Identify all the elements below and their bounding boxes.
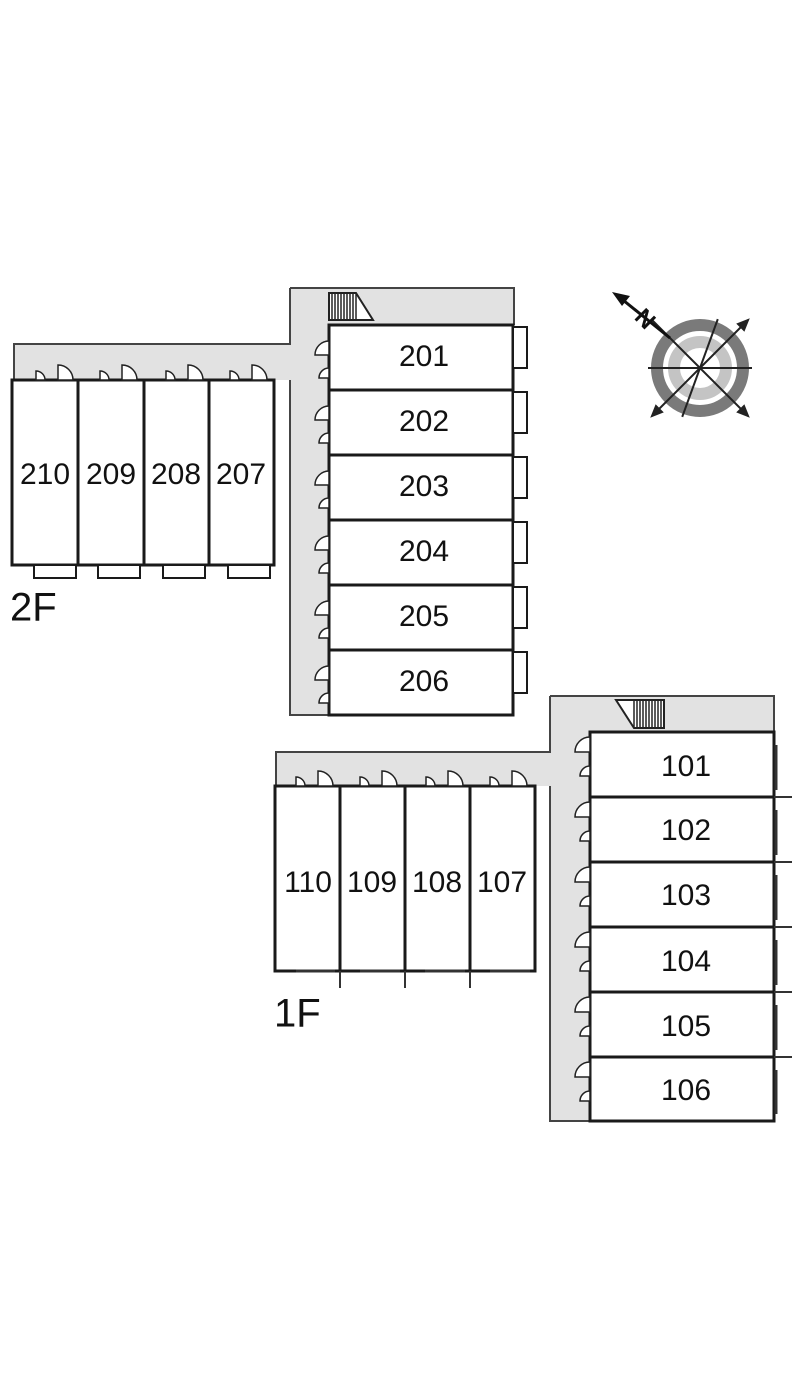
- floor-label-1f: 1F: [274, 992, 321, 1036]
- room-number: 207: [216, 458, 266, 491]
- door-icon: [318, 562, 330, 574]
- room-number: 209: [86, 458, 136, 491]
- room-number: 206: [399, 665, 449, 698]
- door-icon: [318, 367, 330, 379]
- door-icon: [425, 776, 436, 787]
- door-icon: [359, 776, 370, 787]
- door-icon: [314, 470, 330, 486]
- unit-206[interactable]: 206: [327, 648, 515, 717]
- doors-2f: [35, 340, 330, 704]
- door-icon: [251, 364, 268, 381]
- north-arrow: N: [612, 292, 671, 340]
- door-icon: [579, 960, 591, 972]
- stairs-icon: [614, 699, 665, 729]
- room-number: 203: [399, 470, 449, 503]
- door-icon: [314, 535, 330, 551]
- room-number: 202: [399, 405, 449, 438]
- unit-108[interactable]: 108: [403, 784, 472, 973]
- unit-110[interactable]: 110: [273, 784, 342, 973]
- door-icon: [579, 765, 591, 777]
- door-icon: [317, 770, 334, 787]
- unit-105[interactable]: 105: [588, 990, 776, 1059]
- door-icon: [57, 364, 74, 381]
- unit-101[interactable]: 101: [588, 730, 776, 799]
- door-icon: [35, 370, 46, 381]
- stairs-icon: [328, 292, 375, 321]
- door-icon: [489, 776, 500, 787]
- door-icon: [574, 1061, 591, 1078]
- door-icon: [165, 370, 176, 381]
- door-icon: [187, 364, 204, 381]
- door-icon: [381, 770, 398, 787]
- doors-1f: [295, 736, 591, 1102]
- door-icon: [318, 627, 330, 639]
- door-icon: [295, 776, 306, 787]
- room-number: 108: [412, 866, 462, 899]
- unit-106[interactable]: 106: [588, 1055, 776, 1123]
- unit-207[interactable]: 207: [207, 378, 276, 567]
- door-icon: [318, 692, 330, 704]
- door-icon: [229, 370, 240, 381]
- room-number: 201: [399, 340, 449, 373]
- unit-208[interactable]: 208: [142, 378, 211, 567]
- floor-label-2f: 2F: [10, 586, 57, 630]
- door-icon: [511, 770, 528, 787]
- door-icon: [579, 1025, 591, 1037]
- room-number: 106: [661, 1074, 711, 1107]
- floor-1f: 110 109 108 107 101 102: [273, 695, 792, 1123]
- door-icon: [574, 736, 591, 753]
- room-number: 208: [151, 458, 201, 491]
- unit-203[interactable]: 203: [327, 453, 515, 522]
- room-number: 103: [661, 879, 711, 912]
- door-icon: [579, 1090, 591, 1102]
- corridor-2f-outline: [13, 287, 515, 716]
- unit-column-1f: 101 102 103 104 105 106: [588, 730, 776, 1123]
- door-icon: [318, 497, 330, 509]
- door-icon: [314, 405, 330, 421]
- unit-202[interactable]: 202: [327, 388, 515, 457]
- door-icon: [99, 370, 110, 381]
- door-icon: [579, 895, 591, 907]
- door-icon: [574, 866, 591, 883]
- room-number: 110: [284, 866, 332, 899]
- unit-column-2f: 201 202 203 204 205 206: [327, 323, 515, 717]
- unit-107[interactable]: 107: [468, 784, 537, 973]
- north-arrow-compass-icon: N: [612, 292, 752, 418]
- room-number: 204: [399, 535, 449, 568]
- unit-109[interactable]: 109: [338, 784, 407, 973]
- door-icon: [314, 600, 330, 616]
- door-icon: [314, 340, 330, 356]
- unit-103[interactable]: 103: [588, 860, 776, 929]
- room-number: 101: [661, 750, 711, 783]
- door-icon: [574, 931, 591, 948]
- unit-104[interactable]: 104: [588, 925, 776, 994]
- unit-row-2f: 210 209 208 207: [10, 378, 276, 567]
- room-number: 102: [661, 814, 711, 847]
- unit-201[interactable]: 201: [327, 323, 515, 392]
- unit-209[interactable]: 209: [76, 378, 146, 567]
- unit-204[interactable]: 204: [327, 518, 515, 587]
- door-icon: [318, 432, 330, 444]
- room-number: 210: [20, 458, 70, 491]
- unit-210[interactable]: 210: [10, 378, 80, 567]
- room-number: 107: [477, 866, 527, 899]
- floor-2f: 210 209 208 207 201 202: [10, 287, 528, 717]
- room-number: 205: [399, 600, 449, 633]
- door-icon: [121, 364, 138, 381]
- room-number: 104: [661, 945, 711, 978]
- balconies-2f: [33, 326, 528, 694]
- room-number: 105: [661, 1010, 711, 1043]
- unit-205[interactable]: 205: [327, 583, 515, 652]
- door-icon: [574, 801, 591, 818]
- unit-row-1f: 110 109 108 107: [273, 784, 537, 973]
- room-number: 109: [347, 866, 397, 899]
- garden-fences-1f: [296, 745, 792, 1114]
- door-icon: [574, 996, 591, 1013]
- corridor-1f-outline: [275, 695, 775, 1122]
- unit-102[interactable]: 102: [588, 795, 776, 864]
- door-icon: [447, 770, 464, 787]
- door-icon: [579, 830, 591, 842]
- door-icon: [314, 665, 330, 681]
